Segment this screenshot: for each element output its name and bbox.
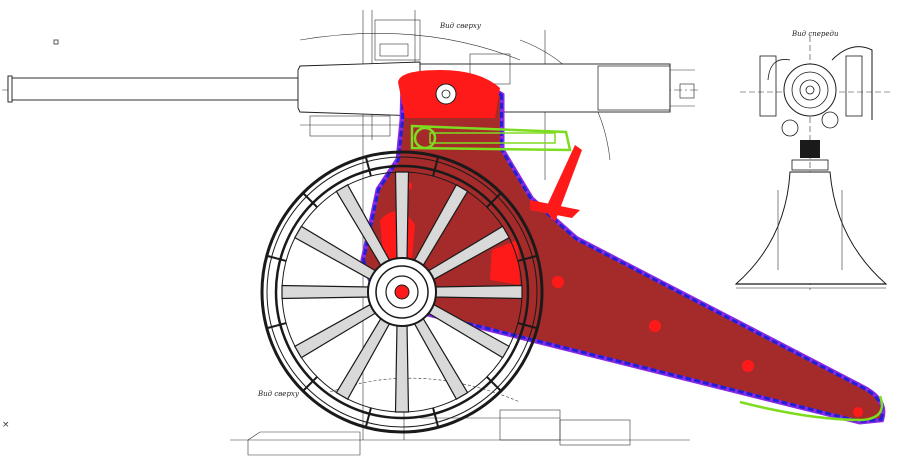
small-square-icon <box>53 39 59 45</box>
felloe-joint <box>364 156 372 177</box>
wheel-felloe <box>274 164 530 420</box>
felloe-joint <box>486 376 502 392</box>
wheel-rim-inner <box>266 156 538 428</box>
felloe-joint <box>432 407 440 428</box>
felloe-joint <box>302 376 318 392</box>
label-top-view: Вид сверху <box>439 22 482 30</box>
wheel <box>260 150 544 434</box>
drawing-linework <box>2 10 700 456</box>
felloe-joint <box>517 254 538 262</box>
wheel-axle <box>394 284 410 300</box>
wheel-hub-inner <box>385 275 419 309</box>
bolt-hole <box>649 320 661 332</box>
label-front-view: Вид спереди <box>791 30 839 38</box>
wheel-rim <box>260 150 544 434</box>
felloe-joint <box>432 156 440 177</box>
felloe-joint <box>486 192 502 208</box>
felloe-joint <box>364 407 372 428</box>
bolt-hole <box>386 228 394 236</box>
felloe-joint <box>266 322 287 330</box>
bolt-hole <box>742 360 754 372</box>
felloe-joint <box>517 322 538 330</box>
wheel-spoke <box>433 284 523 300</box>
felloe-joint <box>302 192 318 208</box>
bolt-hole <box>552 276 564 288</box>
wheel-hub-ring <box>375 265 429 319</box>
bolt-hole <box>853 407 863 417</box>
felloe-joint <box>266 254 287 262</box>
wheel-spoke <box>394 171 410 261</box>
close-icon[interactable]: × <box>2 420 10 430</box>
wheel-spoke <box>394 323 410 413</box>
wheel-spoke <box>281 284 371 300</box>
label-bottom-view: Вид сверху <box>257 390 300 398</box>
front-view-drawing <box>734 36 890 290</box>
barrel <box>7 61 695 117</box>
